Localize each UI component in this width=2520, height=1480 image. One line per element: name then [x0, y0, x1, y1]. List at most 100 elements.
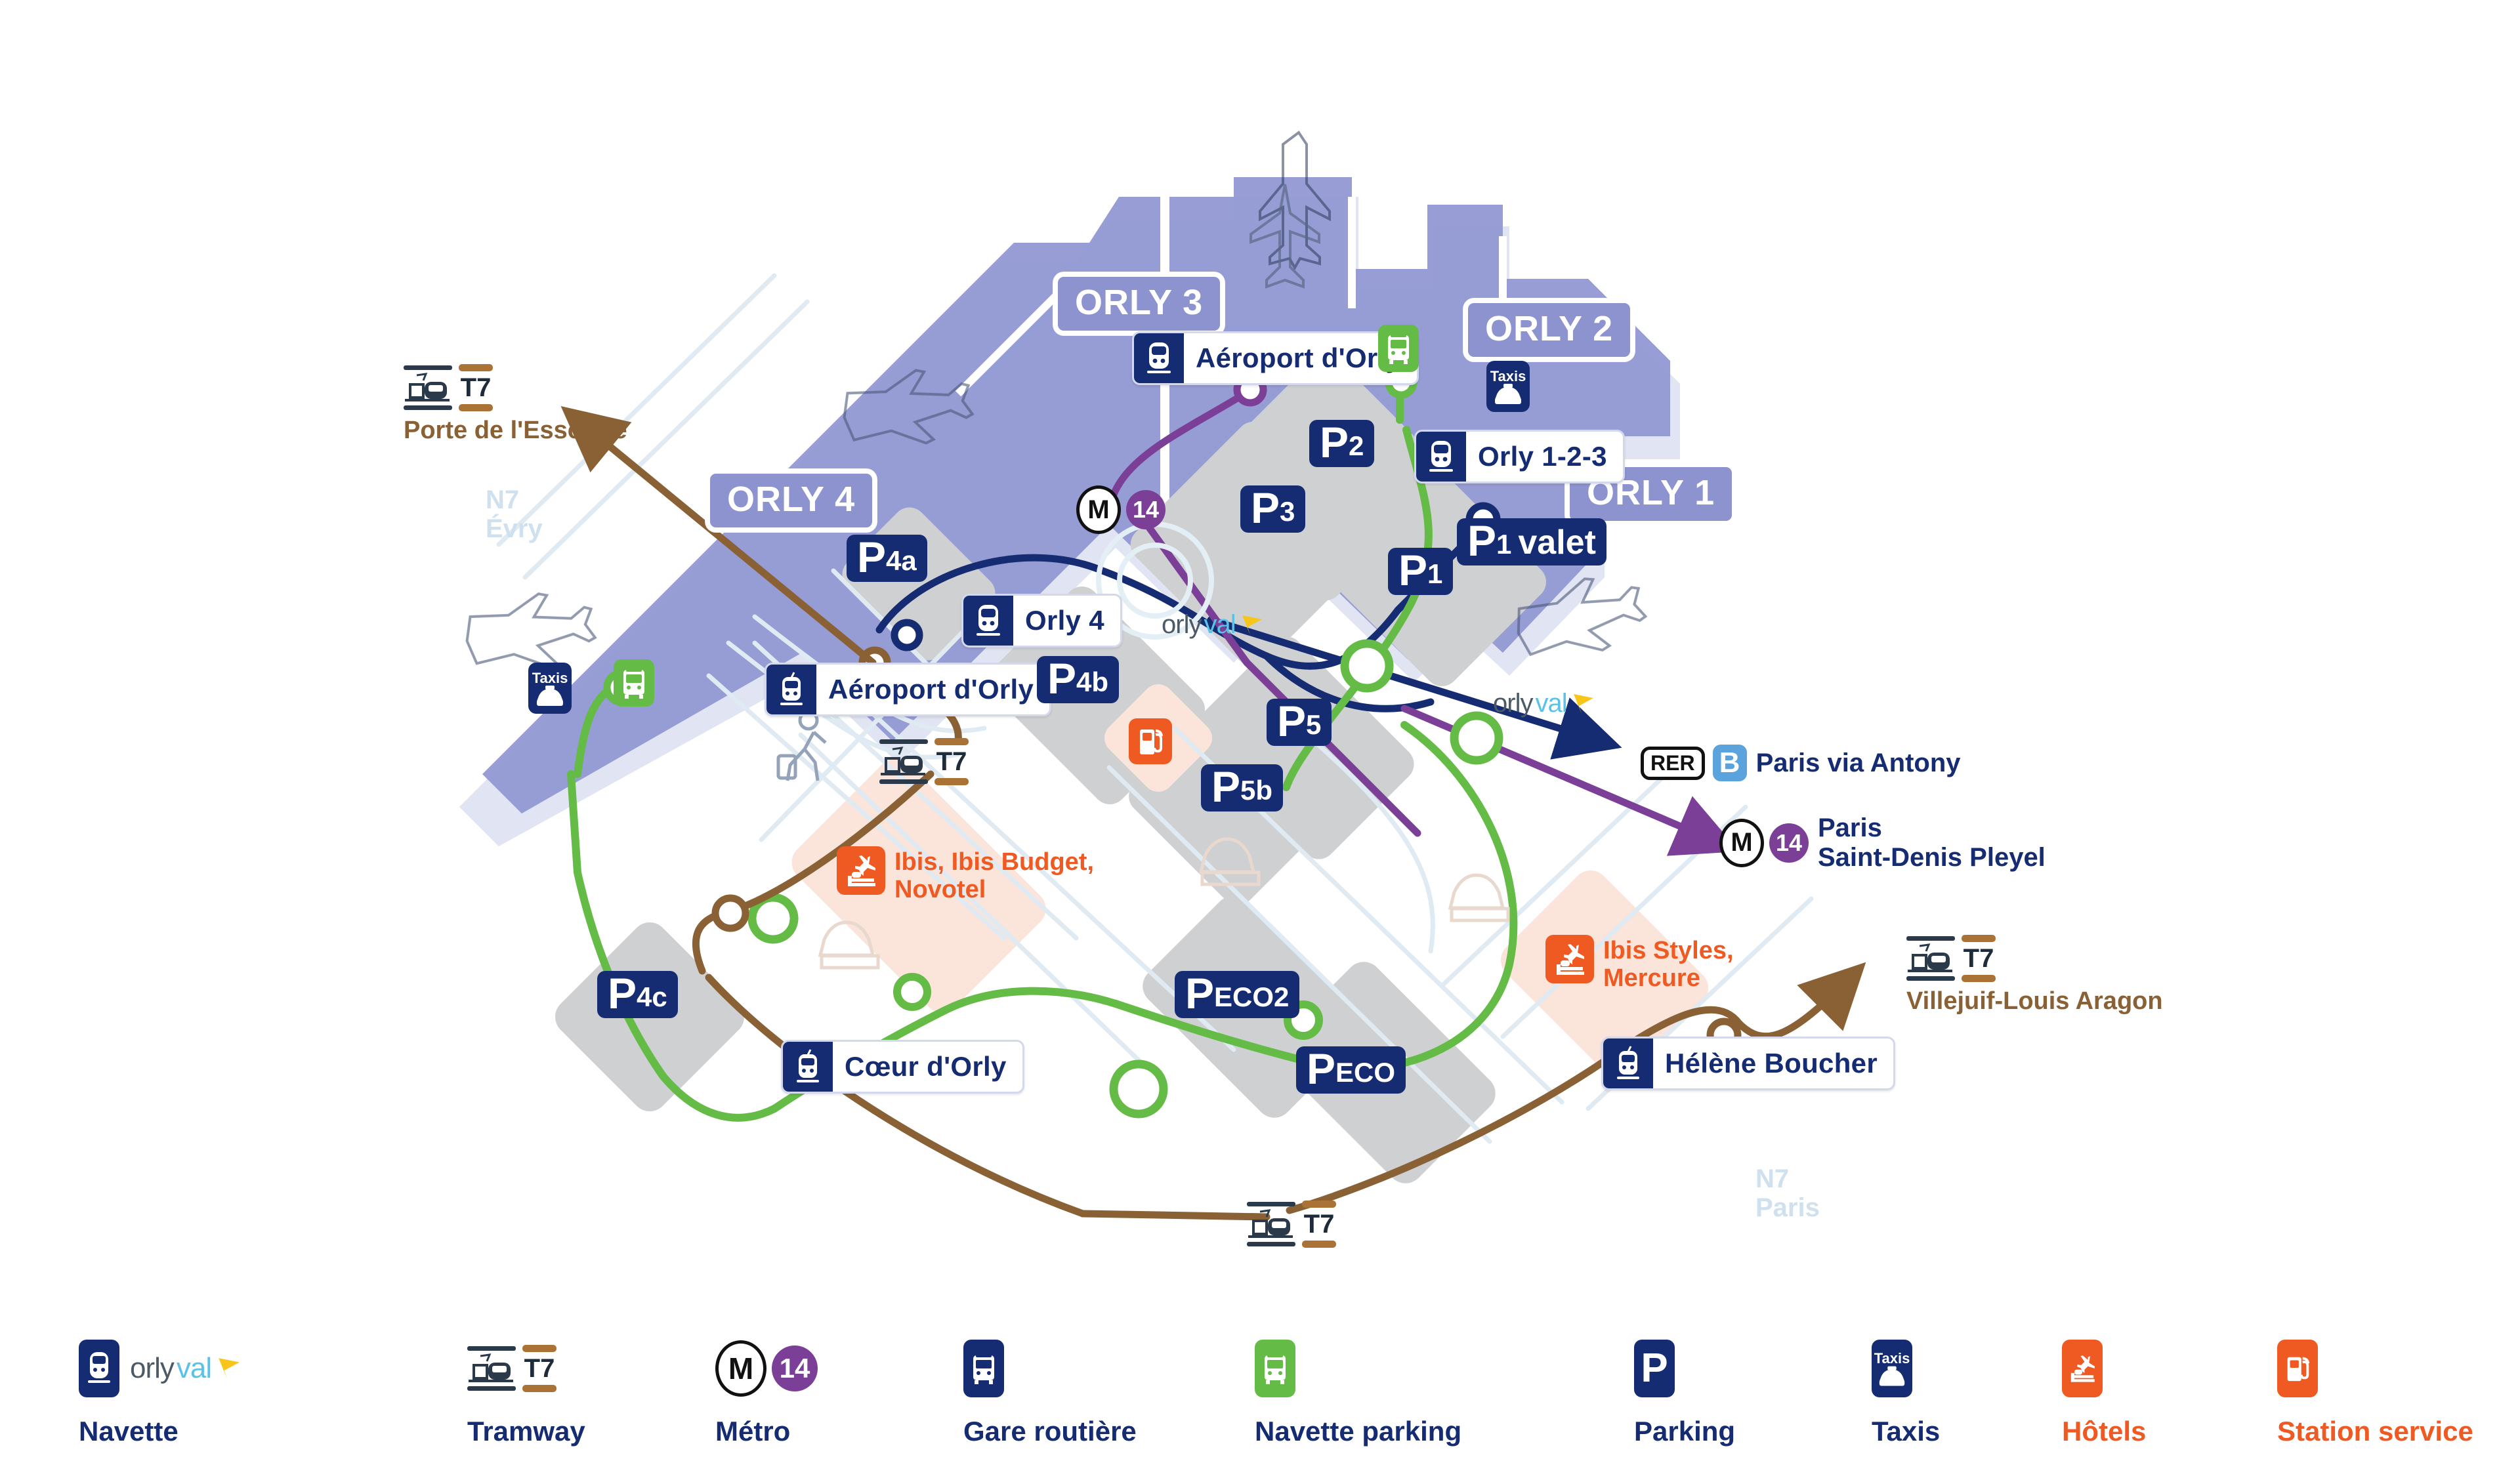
hotel-ibis-novotel[interactable]: Ibis, Ibis Budget, Novotel: [837, 846, 1094, 904]
terminal-pill-orly3[interactable]: ORLY 3: [1053, 272, 1225, 335]
parking-number: 5: [1306, 709, 1322, 741]
hotel-bed-plane-icon: [2062, 1338, 2103, 1399]
taxi-stand-orly4[interactable]: Taxis: [528, 663, 572, 714]
legend-label: Gare routière: [963, 1416, 1137, 1447]
rer-line-b-icon: B: [1712, 745, 1747, 781]
taxi-icon: Taxis: [1872, 1338, 1912, 1399]
legend-label: Navette parking: [1255, 1416, 1462, 1447]
t7-line-number: T7: [936, 747, 967, 776]
tram-glyph-icon: [879, 739, 928, 784]
train-icon: [963, 596, 1013, 646]
hotel-name: Ibis, Ibis Budget, Novotel: [894, 848, 1095, 903]
terminal-label: ORLY 4: [705, 469, 877, 532]
legend-item-parking[interactable]: P Parking: [1634, 1338, 1735, 1447]
taxi-icon: Taxis: [1486, 361, 1530, 412]
destination-metro-14-paris[interactable]: M 14 Paris Saint-Denis Pleyel: [1719, 813, 2046, 873]
parking-p-icon: P: [1634, 1338, 1675, 1399]
t7-line-badge: T7: [1962, 935, 1996, 982]
road-label-n7-paris: N7 Paris: [1755, 1164, 1820, 1222]
station-orly-1-2-3[interactable]: Orly 1-2-3: [1414, 430, 1625, 483]
parking-number: 2: [1349, 430, 1364, 462]
legend-label: Parking: [1634, 1416, 1736, 1447]
t7-line-number: T7: [1963, 944, 1994, 973]
parking-letter: P: [1277, 697, 1307, 745]
train-icon: [1134, 333, 1184, 383]
legend-item-navette-parking[interactable]: Navette parking: [1255, 1338, 1461, 1447]
parking-letter: P: [608, 969, 637, 1018]
terminal-pill-orly4[interactable]: ORLY 4: [705, 469, 877, 532]
rer-badge: RER: [1641, 746, 1705, 780]
legend-item-taxis[interactable]: Taxis Taxis: [1872, 1338, 1940, 1447]
parking-number: 1: [1427, 558, 1443, 590]
station-aeroport-dorly-tram[interactable]: Aéroport d'Orly: [765, 663, 1052, 716]
tram-stop-porte-de-lessonne[interactable]: T7 Porte de l'Essonne: [404, 364, 627, 444]
legend-item-gare-routiere[interactable]: Gare routière: [963, 1338, 1137, 1447]
tram-stop-villejuif-louis-aragon[interactable]: T7 Villejuif-Louis Aragon: [1906, 935, 2163, 1015]
tram-glyph-icon: [1247, 1202, 1295, 1246]
station-orly-4[interactable]: Orly 4: [961, 594, 1122, 648]
terminal-label: ORLY 2: [1463, 298, 1635, 361]
parking-letter: P: [1307, 1044, 1336, 1093]
destination-rer-b-paris[interactable]: RER B Paris via Antony: [1641, 745, 1961, 781]
bus-navy-icon: [963, 1338, 1004, 1399]
tram-stop-aeroport-dorly-t7[interactable]: T7: [879, 738, 969, 785]
parking-number: ECO2: [1214, 981, 1290, 1013]
legend-item-tramway[interactable]: T7 Tramway: [467, 1338, 585, 1447]
fuel-pump-icon: [1129, 718, 1172, 764]
metro-m-icon: M: [1719, 818, 1764, 867]
station-aeroport-dorly-rer[interactable]: Aéroport d'Orly: [1132, 331, 1419, 385]
tram-glyph-icon: [404, 365, 452, 410]
parking-letter: P: [1211, 762, 1241, 811]
taxi-stand-orly2[interactable]: Taxis: [1486, 361, 1530, 412]
legend-item-metro[interactable]: M 14 Métro: [715, 1338, 818, 1447]
navette-parking-stop-orly2[interactable]: [1378, 325, 1419, 372]
t7-line-number: T7: [1303, 1210, 1335, 1239]
destination-text: Paris Saint-Denis Pleyel: [1818, 813, 2046, 872]
legend-label: Navette: [79, 1416, 178, 1447]
legend-item-station-service[interactable]: Station service: [2277, 1338, 2473, 1447]
car-icons: [818, 837, 1510, 970]
hotel-name: Ibis Styles, Mercure: [1603, 937, 1734, 992]
tram-icon: [783, 1042, 833, 1092]
road-name: N7 Évry: [486, 485, 543, 543]
parking-letter: P: [1047, 654, 1077, 703]
orlyval-text-dark: orly: [1493, 689, 1533, 718]
airplane-decorations: [1259, 131, 1331, 271]
train-icon: [1416, 432, 1466, 482]
legend-label: Tramway: [467, 1416, 585, 1447]
hotel-ibis-styles-mercure[interactable]: Ibis Styles, Mercure: [1545, 935, 1734, 993]
legend-item-hotels[interactable]: Hôtels: [2062, 1338, 2146, 1447]
metro-14-icon: M 14: [715, 1338, 818, 1399]
metro-marker-14[interactable]: M 14: [1076, 485, 1166, 534]
legend-label: Hôtels: [2062, 1416, 2147, 1447]
t7-line-number: T7: [460, 373, 492, 402]
parking-number: 3: [1280, 496, 1295, 527]
station-coeur-dorly[interactable]: Cœur d'Orly: [781, 1040, 1024, 1094]
station-helene-boucher[interactable]: Hélène Boucher: [1601, 1037, 1895, 1090]
airplane-decorations-2: [465, 369, 1648, 668]
parking-number: 1: [1496, 529, 1512, 560]
destination-text: Paris via Antony: [1755, 748, 1961, 777]
legend-label: Station service: [2277, 1416, 2473, 1447]
station-service-marker[interactable]: [1129, 718, 1172, 764]
terminal-pill-orly2[interactable]: ORLY 2: [1463, 298, 1635, 361]
navette-parking-stop-orly4[interactable]: [614, 659, 654, 707]
tram-stop-t7-south[interactable]: T7: [1247, 1201, 1336, 1248]
orlyval-flag-icon: [219, 1358, 240, 1379]
